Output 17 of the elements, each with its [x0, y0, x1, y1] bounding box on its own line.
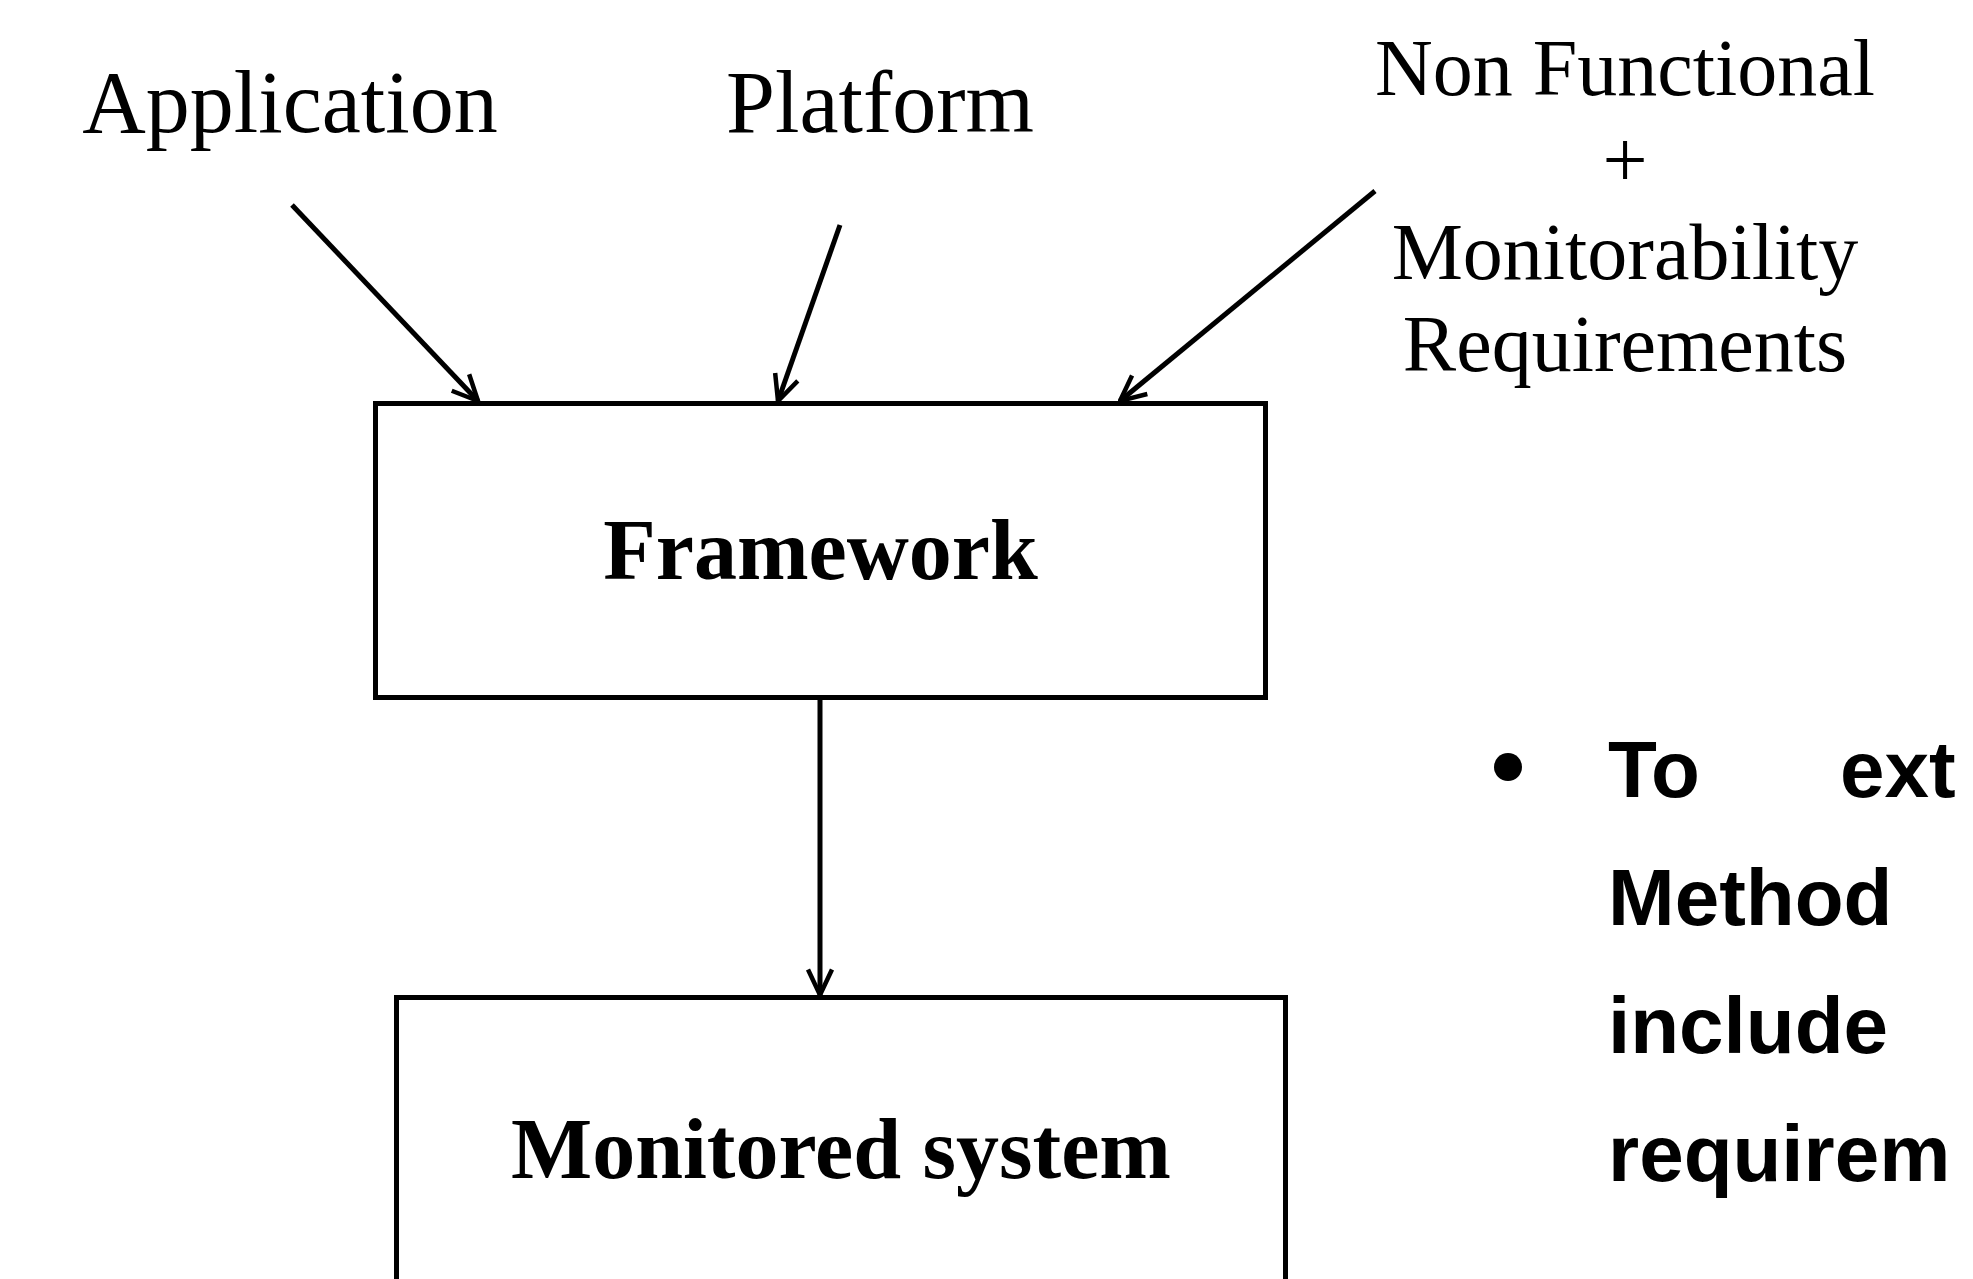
bullet-text: Method — [1608, 858, 1893, 938]
bullet-text: To — [1608, 730, 1700, 810]
node-text: + — [1602, 115, 1648, 206]
node-text: Monitorability Requirements — [1390, 207, 1860, 390]
arrow — [805, 700, 835, 998]
bullet-text: include — [1608, 986, 1889, 1066]
arrow — [290, 203, 481, 404]
process-box — [394, 995, 1288, 1279]
box-title: Monitored system — [510, 1100, 1171, 1199]
box-title: Framework — [603, 501, 1038, 600]
arrow — [772, 224, 843, 404]
node-text: Application — [82, 53, 498, 153]
bullet-text: ext — [1840, 730, 1956, 810]
node-text: Non Functional — [1375, 23, 1875, 114]
arrow — [1117, 189, 1377, 404]
process-box — [373, 401, 1268, 700]
node-text: Platform — [726, 53, 1034, 153]
